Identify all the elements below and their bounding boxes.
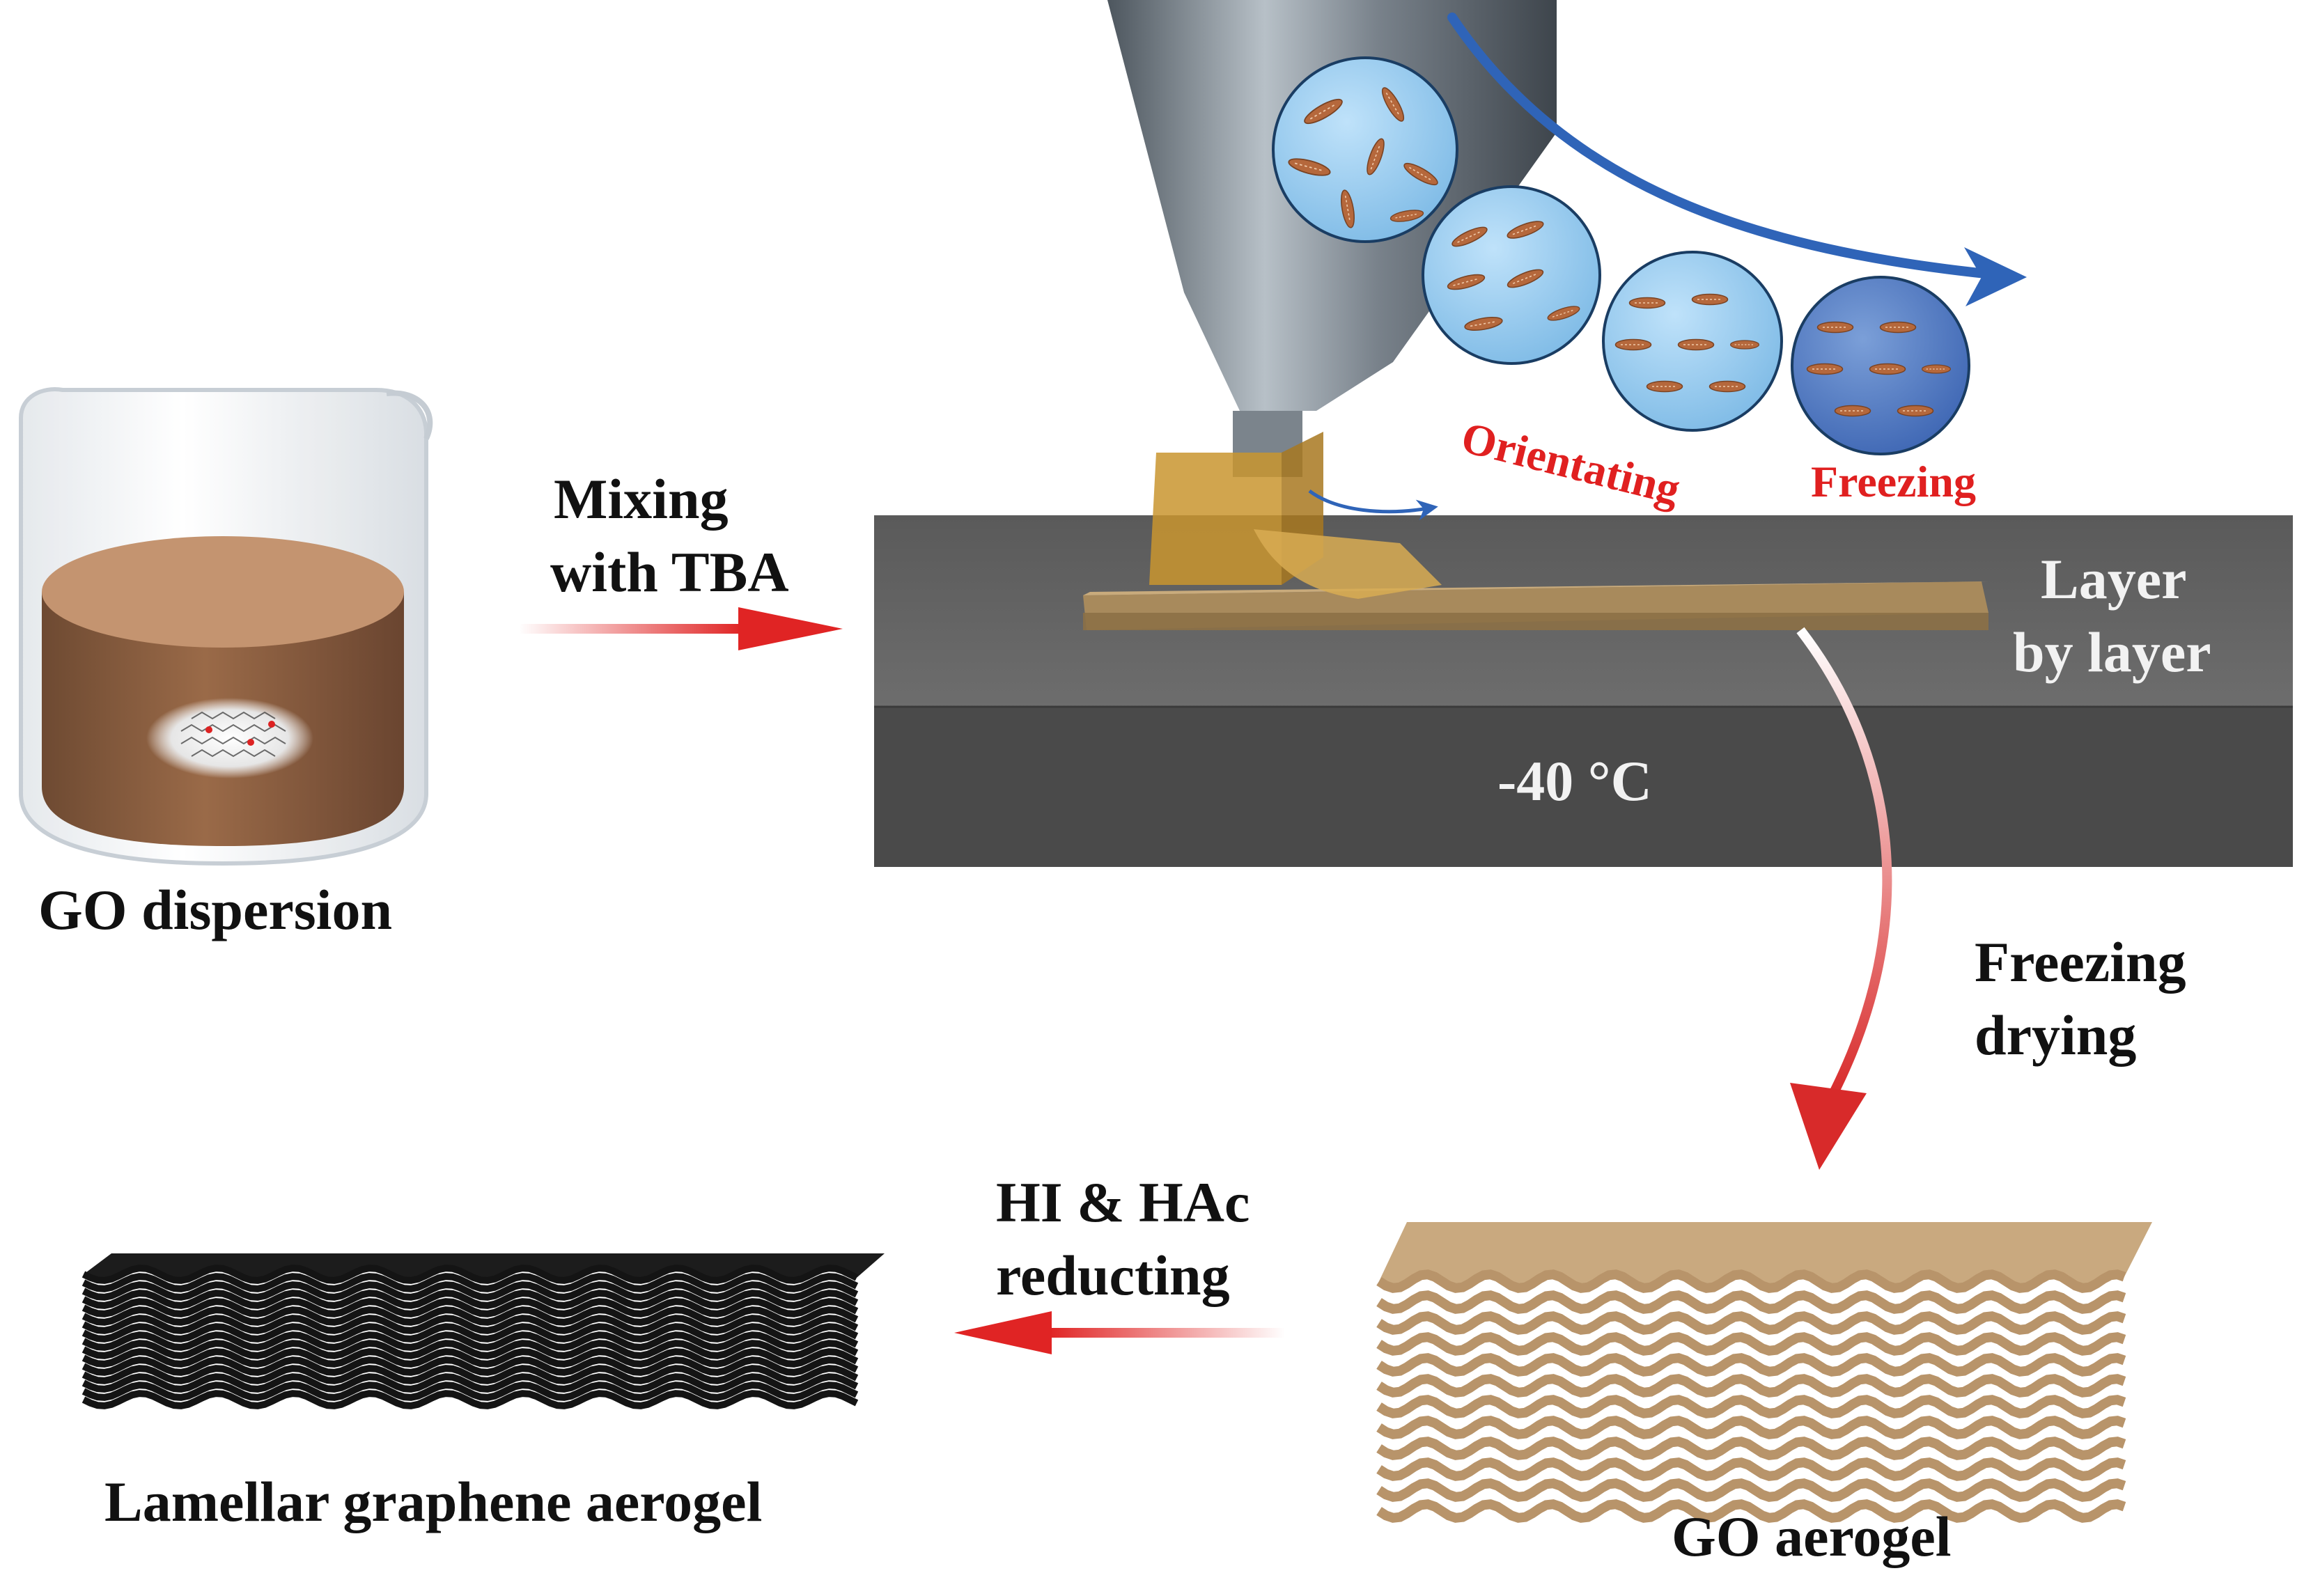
stack-layer (81, 1331, 859, 1351)
stack-layer (81, 1390, 859, 1409)
stack-layer (81, 1290, 859, 1309)
mixing-arrow (519, 607, 843, 650)
stack-layer (81, 1365, 859, 1384)
graphene-aerogel-stack (81, 1253, 885, 1409)
mixing-label-line2: with TBA (550, 540, 789, 604)
lamellar-graphene-label: Lamellar graphene aerogel (104, 1470, 763, 1533)
orienting-sheets-circle (1422, 185, 1601, 365)
reduction-label-line2: reducting (996, 1244, 1230, 1307)
stack-layer (1376, 1478, 2126, 1502)
stack-top-face (84, 1253, 885, 1281)
stack-layer (81, 1315, 859, 1334)
aligned-sheets-circle (1602, 251, 1783, 432)
mixing-label-line1: Mixing (554, 467, 729, 531)
stack-layer (1376, 1499, 2126, 1523)
stack-layer (81, 1323, 859, 1343)
stack-layer (1376, 1374, 2126, 1398)
stack-layer (1376, 1457, 2126, 1481)
stack-layer (81, 1281, 859, 1301)
liquid-surface (42, 536, 404, 648)
stack-layer (1376, 1437, 2126, 1460)
layer-label-line2: by layer (2013, 620, 2211, 684)
stack-layer (81, 1306, 859, 1326)
stack-layer (1376, 1269, 2126, 1293)
stack-layer (1376, 1311, 2126, 1335)
stack-layer (1376, 1395, 2126, 1418)
reduction-arrow (954, 1311, 1285, 1354)
graphene-lattice-icon (146, 698, 313, 779)
temperature-label: -40 °C (1497, 749, 1652, 813)
alignment-flow-arrow (1447, 13, 2004, 280)
go-dispersion-label: GO dispersion (38, 878, 393, 941)
layer-label-line1: Layer (2041, 547, 2187, 611)
random-sheets-circle (1272, 56, 1458, 243)
stack-layer (1376, 1416, 2126, 1439)
freezing-drying-label-line1: Freezing (1975, 930, 2186, 994)
stack-layer (81, 1265, 859, 1284)
go-aerogel-stack (1376, 1222, 2152, 1523)
stack-layer (81, 1373, 859, 1393)
stack-layer (1376, 1332, 2126, 1356)
stack-layer (1376, 1290, 2126, 1314)
stack-layer (81, 1340, 859, 1359)
stack-layer (81, 1348, 859, 1368)
stack-layer (81, 1356, 859, 1376)
go-aerogel-label: GO aerogel (1672, 1505, 1952, 1568)
freeze-drying-arrow (1790, 627, 1892, 1170)
stack-layer (81, 1298, 859, 1317)
freezing-drying-label-line2: drying (1975, 1003, 2137, 1067)
reduction-label-line1: HI & HAc (996, 1171, 1250, 1234)
freezing-label: Freezing (1811, 457, 1976, 506)
stack-layer (81, 1273, 859, 1292)
stack-top-face (1379, 1222, 2152, 1288)
frozen-sheets-circle (1791, 276, 1970, 455)
printed-filament (1083, 581, 1988, 630)
stack-layer (81, 1382, 859, 1401)
stack-layer (1376, 1353, 2126, 1377)
beaker (19, 387, 433, 866)
